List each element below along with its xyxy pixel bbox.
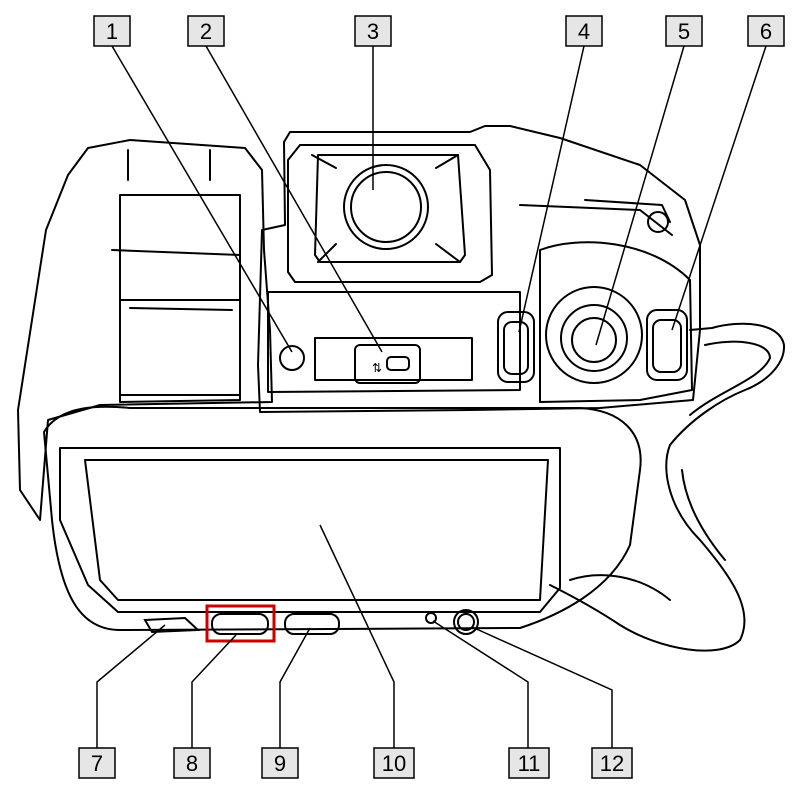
leader-line-11 [432, 620, 529, 748]
callout-number-11: 11 [518, 751, 541, 776]
leader-line-9 [279, 627, 311, 748]
indicator-11 [425, 612, 437, 624]
callout-box-9 [261, 747, 299, 779]
leader-line-8 [191, 634, 237, 748]
callout-number-2: 2 [200, 19, 212, 44]
callout-number-12: 12 [600, 751, 624, 776]
button-1-round[interactable] [279, 345, 305, 371]
switch-2[interactable] [354, 344, 421, 384]
button-4[interactable] [497, 311, 535, 383]
callout-box-11 [508, 747, 550, 779]
callout-number-6: 6 [760, 19, 772, 44]
leader-line-4 [518, 45, 585, 333]
camera-body-outline [17, 125, 786, 652]
callout-box-6 [747, 15, 785, 47]
callout-number-7: 7 [91, 751, 103, 776]
callout-box-8 [173, 747, 211, 779]
leader-line-7 [96, 624, 166, 748]
highlight-box [205, 604, 276, 643]
callout-number-9: 9 [274, 751, 286, 776]
button-9[interactable] [284, 613, 340, 635]
joystick-5[interactable] [545, 286, 643, 384]
callout-box-4 [565, 15, 603, 47]
callout-box-10 [373, 747, 415, 779]
button-6[interactable] [646, 309, 688, 381]
leader-line-1 [111, 45, 293, 353]
leader-line-12 [471, 626, 613, 748]
callout-box-7 [78, 747, 116, 779]
callout-number-4: 4 [578, 19, 590, 44]
callout-number-8: 8 [186, 751, 198, 776]
button-7[interactable] [143, 616, 201, 634]
button-8[interactable] [211, 613, 269, 635]
camera-controls: ⇅ [143, 164, 688, 635]
leader-line-6 [671, 45, 767, 331]
leader-line-2 [205, 45, 383, 353]
callout-box-1 [93, 15, 131, 47]
callout-box-3 [354, 15, 392, 47]
callout-number-10: 10 [382, 751, 406, 776]
callout-number-1: 1 [106, 19, 118, 44]
callout-box-12 [591, 747, 633, 779]
callout-number-5: 5 [678, 19, 690, 44]
callout-box-5 [665, 15, 703, 47]
switch-arrows-icon: ⇅ [372, 361, 382, 375]
viewfinder-lens [343, 164, 429, 250]
callout-number-3: 3 [367, 19, 379, 44]
leader-line-5 [595, 45, 685, 346]
leader-line-10 [319, 524, 395, 748]
button-12[interactable] [453, 609, 479, 635]
callout-box-2 [187, 15, 225, 47]
